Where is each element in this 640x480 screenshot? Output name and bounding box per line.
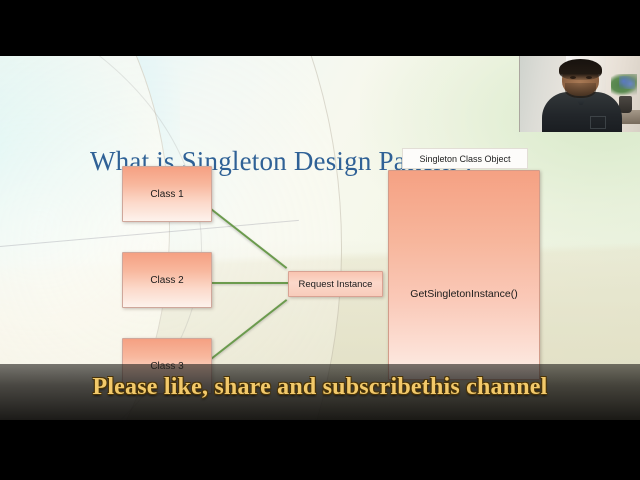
get-singleton-instance-label: GetSingletonInstance(): [410, 288, 518, 300]
background-arc-far: [0, 56, 202, 420]
subscribe-banner-shade: [0, 364, 640, 420]
request-instance-label: Request Instance: [298, 278, 373, 290]
class-box-1-label: Class 1: [150, 188, 184, 200]
class-box-1: Class 1: [122, 166, 212, 222]
singleton-class-object-caption: Singleton Class Object: [402, 148, 528, 169]
webcam-presenter-hair: [559, 59, 602, 80]
singleton-class-object-box: GetSingletonInstance(): [388, 170, 540, 380]
webcam-plant-flowers: [619, 76, 635, 89]
webcam-presenter-beard: [565, 83, 596, 98]
connector-class2-to-request: [212, 282, 290, 284]
webcam-presenter-pocket: [590, 116, 606, 129]
request-instance-box: Request Instance: [288, 271, 383, 297]
webcam-plant-pot: [619, 96, 632, 113]
presenter-webcam: [519, 56, 640, 132]
letterbox-top: [0, 0, 640, 56]
webcam-presenter-eye-left: [570, 76, 576, 79]
subscribe-banner-text: Please like, share and subscribethis cha…: [92, 374, 548, 400]
singleton-class-object-caption-label: Singleton Class Object: [419, 153, 511, 164]
webcam-presenter-eye-right: [586, 76, 592, 79]
class-box-2: Class 2: [122, 252, 212, 308]
class-box-2-label: Class 2: [150, 274, 184, 286]
letterbox-bottom: [0, 420, 640, 480]
